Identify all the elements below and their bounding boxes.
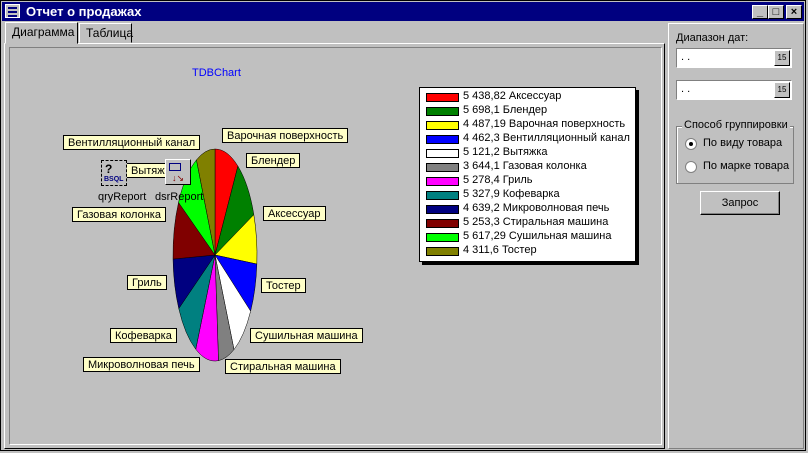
title-bar[interactable]: Отчет о продажах _ □ × <box>2 2 804 21</box>
query-button[interactable]: Запрос <box>700 191 780 215</box>
date-from-field[interactable]: . . 15 <box>676 48 792 68</box>
slice-label-dryer: Сушильная машина <box>250 328 363 343</box>
legend-item: 5 327,9 Кофеварка <box>424 188 634 202</box>
legend-item: 5 278,4 Гриль <box>424 174 634 188</box>
tab-diagram[interactable]: Диаграмма <box>5 22 78 44</box>
date-to-value: . . <box>681 83 691 95</box>
close-button[interactable]: × <box>786 5 802 19</box>
chart-title: TDBChart <box>192 67 241 79</box>
legend-swatch <box>426 247 459 256</box>
legend-item: 5 438,82 Аксессуар <box>424 90 634 104</box>
calendar-icon[interactable]: 15 <box>774 50 790 66</box>
legend-item: 4 639,2 Микроволновая печь <box>424 202 634 216</box>
slice-label-gas-heater: Газовая колонка <box>72 207 166 222</box>
slice-label-toaster: Тостер <box>261 278 306 293</box>
radio-by-brand-label[interactable]: По марке товара <box>703 160 790 172</box>
legend-swatch <box>426 205 459 214</box>
legend-swatch <box>426 163 459 172</box>
maximize-button[interactable]: □ <box>768 5 784 19</box>
legend-item: 5 121,2 Вытяжка <box>424 146 634 160</box>
legend-text: 5 698,1 Блендер <box>463 104 548 116</box>
legend-text: 4 639,2 Микроволновая печь <box>463 202 610 214</box>
slice-label-cooktop: Варочная поверхность <box>222 128 349 143</box>
legend-item: 5 253,3 Стиральная машина <box>424 216 634 230</box>
legend-text: 3 644,1 Газовая колонка <box>463 160 587 172</box>
query-component-icon[interactable]: ? BSQL <box>101 160 127 186</box>
radio-by-type[interactable] <box>685 138 697 150</box>
radio-by-brand[interactable] <box>685 161 697 173</box>
legend-swatch <box>426 135 459 144</box>
window-title: Отчет о продажах <box>26 4 142 19</box>
legend-text: 4 487,19 Варочная поверхность <box>463 118 626 130</box>
slice-label-washing-machine: Стиральная машина <box>225 359 341 374</box>
grouping-groupbox <box>676 126 794 184</box>
legend-item: 3 644,1 Газовая колонка <box>424 160 634 174</box>
legend-swatch <box>426 177 459 186</box>
legend-text: 4 462,3 Вентилляционный канал <box>463 132 630 144</box>
legend-item: 5 698,1 Блендер <box>424 104 634 118</box>
app-icon <box>5 4 20 18</box>
legend-text: 5 438,82 Аксессуар <box>463 90 562 102</box>
calendar-icon[interactable]: 15 <box>774 82 790 98</box>
slice-label-blender: Блендер <box>246 153 301 168</box>
minimize-button[interactable]: _ <box>752 5 768 19</box>
grouping-title: Способ группировки <box>682 119 790 131</box>
slice-label-microwave: Микроволновая печь <box>83 357 200 372</box>
legend-item: 4 487,19 Варочная поверхность <box>424 118 634 132</box>
legend-text: 5 253,3 Стиральная машина <box>463 216 609 228</box>
chart-legend: 5 438,82 Аксессуар 5 698,1 Блендер 4 487,1… <box>419 87 636 262</box>
legend-swatch <box>426 149 459 158</box>
datasource-component-icon[interactable]: ↓↘ <box>165 159 191 185</box>
tab-table[interactable]: Таблица <box>79 23 133 43</box>
legend-text: 4 311,6 Тостер <box>463 244 537 256</box>
date-to-field[interactable]: . . 15 <box>676 80 792 100</box>
date-range-label: Диапазон дат: <box>676 32 749 44</box>
legend-item: 4 462,3 Вентилляционный канал <box>424 132 634 146</box>
legend-text: 5 121,2 Вытяжка <box>463 146 548 158</box>
legend-swatch <box>426 191 459 200</box>
slice-label-grill: Гриль <box>127 275 167 290</box>
tab-panel <box>4 43 665 449</box>
legend-swatch <box>426 233 459 242</box>
date-from-value: . . <box>681 51 691 63</box>
query-component-caption: qryReport <box>98 191 147 203</box>
legend-item: 5 617,29 Сушильная машина <box>424 230 634 244</box>
side-panel <box>668 23 804 449</box>
sql-badge: BSQL <box>104 176 124 183</box>
pie-slice <box>196 148 216 256</box>
slice-label-vent-channel: Вентилляционный канал <box>63 135 201 150</box>
slice-label-hood-overlapped: Вытяж <box>126 163 170 178</box>
legend-swatch <box>426 107 459 116</box>
legend-item: 4 311,6 Тостер <box>424 244 634 258</box>
legend-swatch <box>426 219 459 228</box>
legend-swatch <box>426 93 459 102</box>
slice-label-coffee-maker: Кофеварка <box>110 328 177 343</box>
slice-label-accessory: Аксессуар <box>263 206 326 221</box>
legend-text: 5 617,29 Сушильная машина <box>463 230 612 242</box>
datasource-component-caption: dsrReport <box>155 191 204 203</box>
legend-swatch <box>426 121 459 130</box>
legend-text: 5 327,9 Кофеварка <box>463 188 560 200</box>
radio-by-type-label[interactable]: По виду товара <box>703 137 783 149</box>
legend-text: 5 278,4 Гриль <box>463 174 533 186</box>
